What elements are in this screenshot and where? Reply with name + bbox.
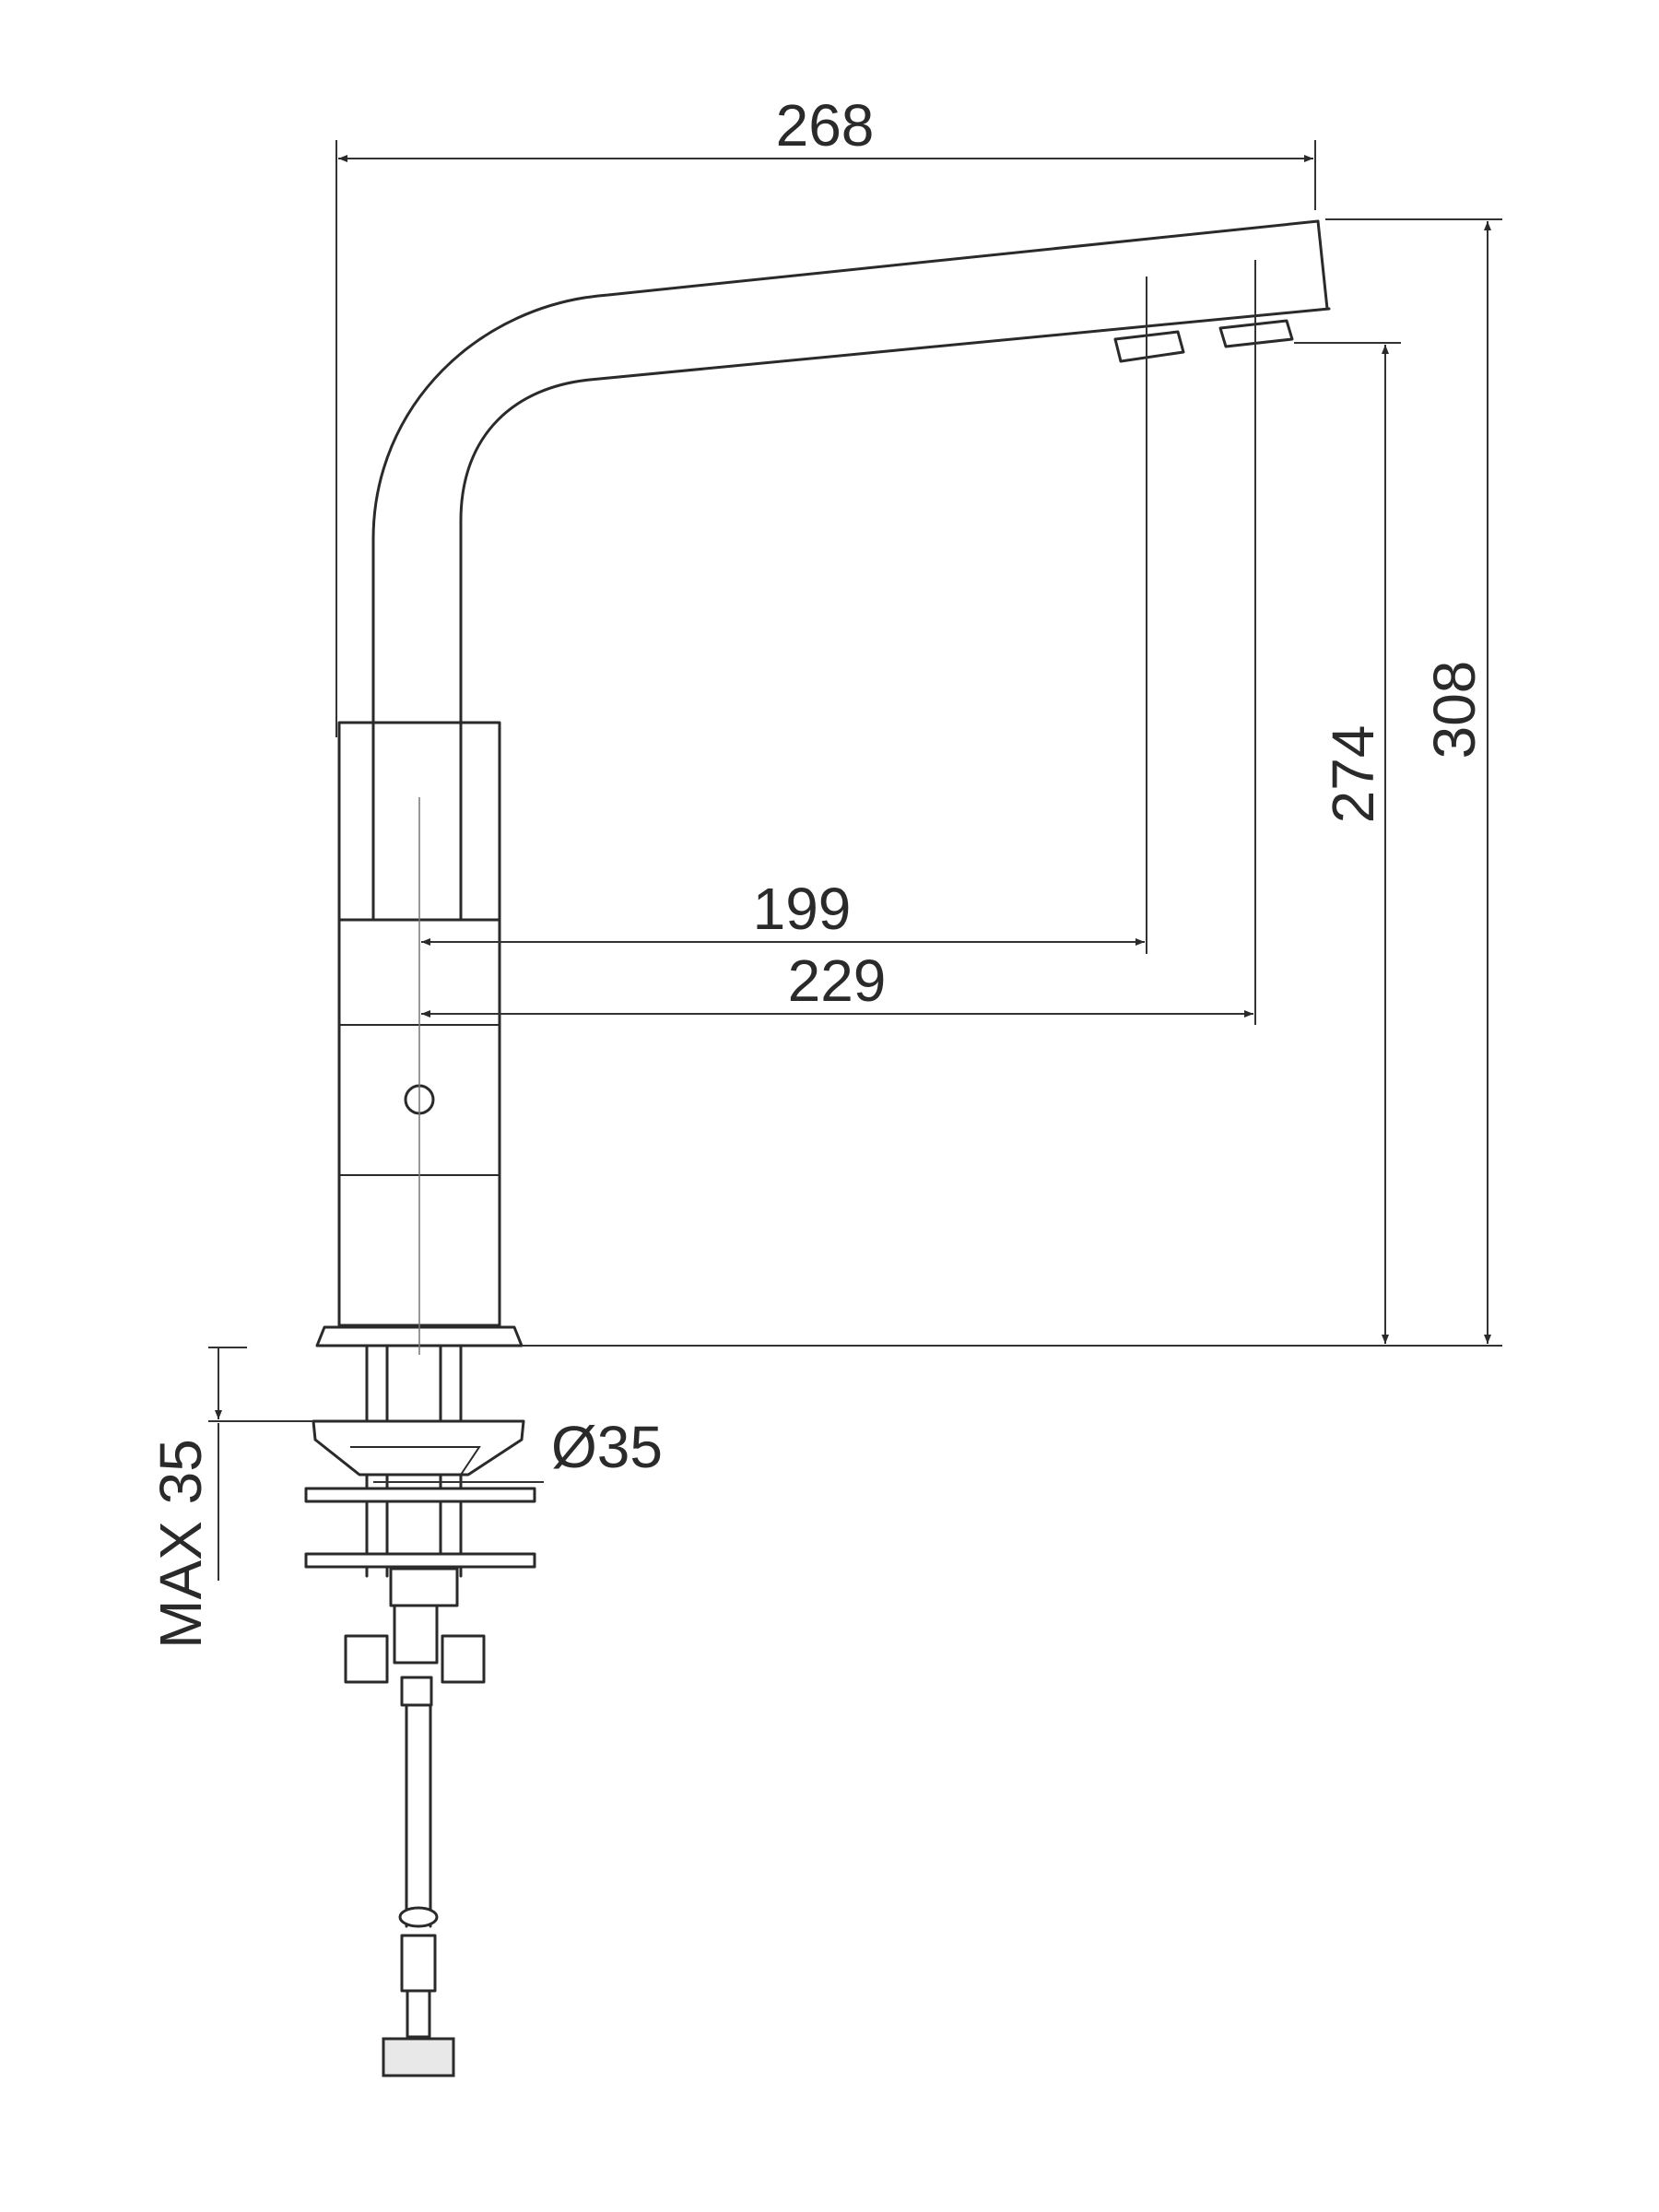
- spout-end-cap: [1316, 219, 1329, 311]
- spout-outer-edge: [371, 219, 1320, 730]
- outlet-nozzle-1: [1113, 330, 1185, 363]
- dim-label-overall-height: 308: [1421, 661, 1488, 759]
- hose-ferrule: [400, 1934, 437, 1993]
- hex-nut: [389, 1567, 459, 1607]
- dim-outlet2-reach: 229: [421, 260, 1256, 1025]
- hose-connector-left: [344, 1634, 389, 1684]
- hose-break: [398, 1906, 439, 1928]
- dim-overall-reach: 268: [335, 92, 1316, 737]
- mounting-hardware: [304, 1346, 536, 2077]
- dim-label-outlet-height: 274: [1320, 725, 1386, 824]
- washer-upper: [304, 1487, 536, 1503]
- dim-label-outlet2-reach: 229: [788, 947, 887, 1014]
- outlet-nozzle-2: [1218, 319, 1294, 348]
- dim-max-deck: MAX 35: [147, 1347, 313, 1649]
- washer-lower: [304, 1552, 536, 1569]
- dim-outlet1-reach: 199: [421, 276, 1147, 954]
- hose-tail: [406, 1989, 431, 2039]
- hose-nut-small: [400, 1676, 433, 1707]
- center-fitting: [393, 1604, 439, 1665]
- dim-label-outlet1-reach: 199: [753, 876, 852, 942]
- dim-outlet-height: 274: [1294, 342, 1401, 1344]
- dim-mount-hole: Ø35: [373, 1414, 663, 1483]
- hose-connector-right: [441, 1634, 486, 1684]
- hose-end-fitting: [382, 2037, 455, 2077]
- spout-inner-edge: [459, 307, 1331, 730]
- dim-label-mount-hole: Ø35: [551, 1414, 663, 1480]
- faucet-body: [315, 219, 1331, 1347]
- dim-overall-height: 308: [522, 218, 1502, 1347]
- dim-label-max-deck: MAX 35: [147, 1439, 214, 1649]
- dim-label-overall-reach: 268: [776, 92, 875, 159]
